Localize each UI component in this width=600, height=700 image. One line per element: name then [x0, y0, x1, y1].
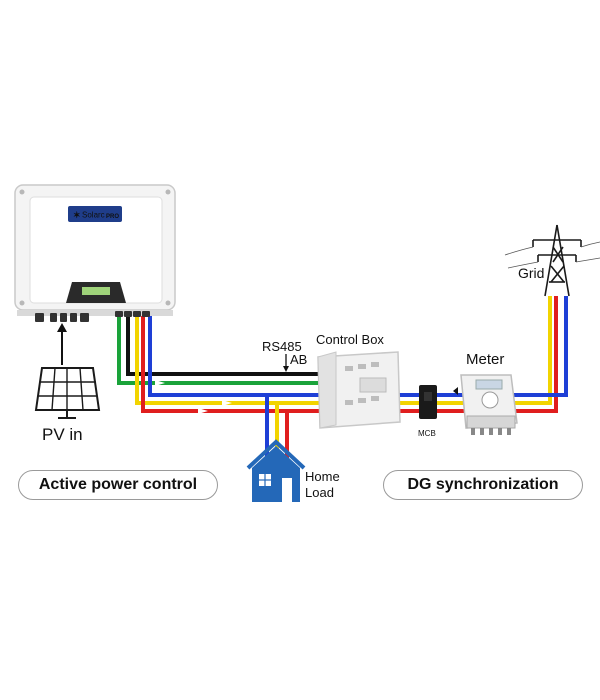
- pv-panel: PV in: [34, 323, 101, 444]
- mcb-body: [419, 385, 437, 419]
- rs485-label: RS485: [262, 339, 302, 354]
- home-label: Home: [305, 469, 340, 484]
- rs485-label-group: RS485 AB: [262, 339, 307, 372]
- meter: Meter: [453, 351, 518, 435]
- meter-display: [475, 379, 503, 390]
- control-box: Control Box: [316, 332, 401, 429]
- meter-dial: [481, 391, 499, 409]
- home-load: Home Load: [246, 439, 340, 502]
- brand-name: Solarc: [82, 211, 105, 220]
- ab-label: AB: [290, 352, 307, 367]
- arrow-left-icon: [453, 387, 458, 395]
- load-label: Load: [305, 485, 334, 500]
- brand-badge: PRO: [106, 214, 119, 220]
- grid-tower: Grid: [504, 224, 600, 297]
- svg-text:✶: ✶: [73, 210, 81, 220]
- arrow-icon: [155, 380, 165, 386]
- inverter: ✶ Solarc PRO: [14, 184, 176, 322]
- power-tower-icon: [532, 224, 582, 297]
- power-lines: [504, 241, 600, 269]
- arrow-up-icon: [57, 323, 67, 332]
- control-box-label: Control Box: [316, 332, 384, 347]
- wire-black: [126, 310, 318, 376]
- grid-label: Grid: [518, 265, 544, 281]
- mcb-label: MCB: [418, 429, 436, 438]
- pv-in-label: PV in: [42, 425, 83, 444]
- inverter-lcd: [82, 287, 110, 295]
- active-power-control-button[interactable]: Active power control: [18, 470, 218, 500]
- arrow-icon: [222, 400, 232, 406]
- mcb: MCB: [418, 385, 437, 438]
- inverter-connectors: [35, 311, 150, 322]
- meter-label: Meter: [466, 351, 504, 368]
- arrow-icon: [198, 408, 208, 414]
- brand-logo: ✶ Solarc PRO: [68, 206, 122, 222]
- dg-synchronization-button[interactable]: DG synchronization: [383, 470, 583, 500]
- wire-green: [117, 310, 318, 385]
- arrow-down-icon: [283, 366, 289, 372]
